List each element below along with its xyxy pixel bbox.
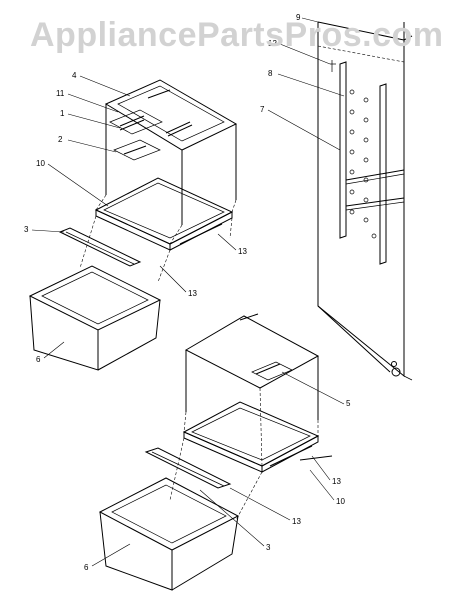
callout-8: 8: [268, 69, 273, 78]
upper-cover-panels: [109, 109, 163, 161]
callout-13-b: 13: [188, 289, 197, 298]
callout-10-upper: 10: [36, 159, 45, 168]
callout-2: 2: [58, 135, 63, 144]
lower-crisper-drawer: [98, 477, 240, 591]
callout-9: 9: [296, 13, 301, 22]
callout-5: 5: [346, 399, 351, 408]
cabinet-side-wall: [317, 21, 413, 381]
callout-6-upper: 6: [36, 355, 41, 364]
upper-crisper-drawer: [28, 265, 162, 371]
lower-shelf-frame: [182, 401, 333, 473]
callout-3-lower: 3: [266, 543, 271, 552]
callout-13-a: 13: [238, 247, 247, 256]
callout-11: 11: [56, 89, 65, 98]
callout-10-lower: 10: [336, 497, 345, 506]
callout-13-d: 13: [292, 517, 301, 526]
callout-4: 4: [72, 71, 77, 80]
upper-shelf-frame: [94, 177, 234, 251]
upper-dashed-guides: [79, 194, 237, 283]
watermark: AppliancePartsPros.com: [30, 16, 444, 54]
upper-slide-rail: [58, 227, 142, 267]
lower-shelf-cover-box: [184, 313, 320, 420]
lower-slide-rail: [144, 447, 232, 489]
shelf-support-rails: [317, 45, 405, 265]
callout-3-upper: 3: [24, 225, 29, 234]
upper-shelf-cover-box: [104, 79, 238, 225]
callout-leaders: [31, 17, 345, 567]
callout-1: 1: [60, 109, 65, 118]
callout-12: 12: [268, 39, 277, 48]
lower-dashed-guides: [169, 387, 319, 521]
callout-13-c: 13: [332, 477, 341, 486]
callout-6-lower: 6: [84, 563, 89, 572]
callout-7: 7: [260, 105, 265, 114]
